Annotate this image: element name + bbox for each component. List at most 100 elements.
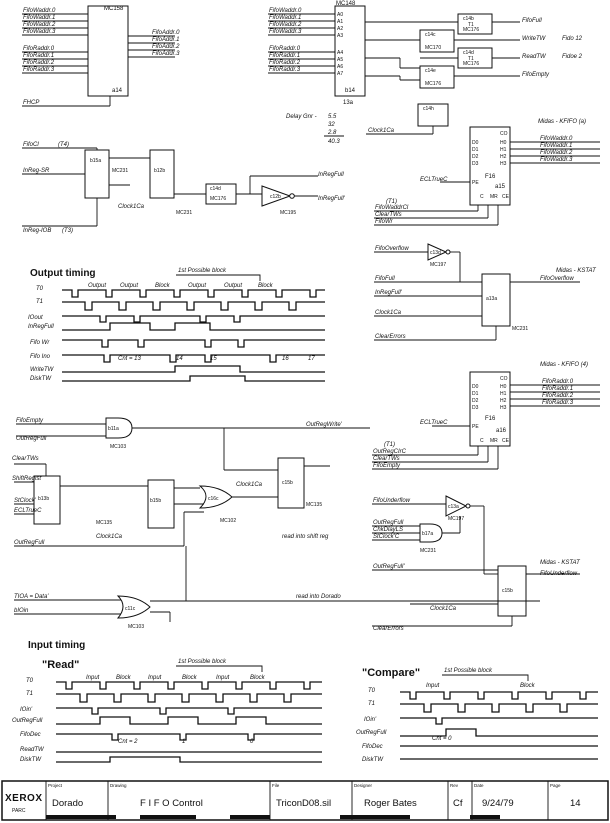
kstat-part: a13a [486, 296, 497, 302]
parc-logo: PARC [12, 808, 26, 814]
ctl-in-label: InReg-IOB [23, 228, 51, 234]
kfifo-out-label: FifoWaddr.1 [540, 143, 572, 149]
mux-in-label: FifoRaddr.2 [23, 60, 55, 66]
input-timing: Input timing "Read" 1st Possible block T… [12, 640, 598, 763]
outreg-clock-label: Clock1Ca [236, 482, 263, 488]
read-phase: Block [182, 675, 198, 681]
encoder-pin: A2 [337, 26, 343, 32]
kfifo-title: Midas - KFIFO (4) [540, 362, 588, 368]
ctl-in-label: (T4) [58, 142, 69, 148]
ff-chip: MC231 [176, 210, 192, 216]
outreg-part: MC135 [306, 502, 322, 508]
timing-signal: Fifo Wr [30, 340, 50, 346]
output-timing-title: Output timing [30, 268, 96, 279]
outreg-part: b15b [150, 498, 161, 504]
encoder-pin: A5 [337, 57, 343, 63]
buffer-gate [445, 495, 468, 517]
kfifo-pin: H0 [500, 140, 507, 146]
delay-value: 2.8 [327, 130, 337, 136]
kfifo-out-label: FifoRaddr.2 [542, 393, 574, 399]
kstat-in-label: ClearErrors [373, 626, 404, 632]
page-value: 14 [570, 798, 581, 809]
ff-box [457, 13, 493, 35]
ff-part: c14b [463, 16, 474, 22]
project-caption: Project [48, 783, 63, 788]
ctl-out-label: InRegFull' [318, 196, 346, 202]
ff-chip: MC176 [463, 61, 479, 67]
kfifo-ref: a16 [496, 428, 507, 434]
mux-out-label: FifoAddr.0 [152, 30, 180, 36]
input-timing-title: Input timing [28, 640, 85, 651]
outreg-out-label: OutRegWrite' [306, 422, 343, 428]
kstat-in-label: Clock1Ca [375, 310, 402, 316]
read-phase: Block [116, 675, 132, 681]
kfifo-pin: H1 [500, 391, 507, 397]
read-signal: DiskTW [20, 757, 42, 763]
encoder-ref2: 13a [343, 100, 354, 106]
mux-chip-name: MC158 [104, 6, 124, 12]
kstat-title: Midas - KSTAT [556, 268, 597, 274]
compare-signal: T0 [368, 688, 376, 694]
ff-chip: MC176 [463, 27, 479, 33]
dorado-in-label: TIOA = Data' [14, 594, 49, 600]
kfifo-in-label: (T1) [386, 199, 397, 205]
ctl-clock-label: Clock1Ca [118, 204, 145, 210]
designer-value: Roger Bates [364, 798, 417, 809]
compare-phase: Block [520, 683, 536, 689]
read-phase: Block [250, 675, 266, 681]
kfifo-pin: H3 [500, 161, 507, 167]
kstat-part: MC231 [512, 326, 528, 332]
timing-signal: Fifo Ino [30, 354, 51, 360]
kfifo-pin: MR [490, 194, 498, 200]
kfifo-name: F16 [485, 174, 496, 180]
read-phase: Input [216, 675, 230, 681]
kfifo-pin: H3 [500, 405, 507, 411]
kfifo-out-label: FifoRaddr.0 [542, 379, 574, 385]
outreg-part: c15b [282, 480, 293, 486]
encoder-in-label: FifoWaddr.2 [269, 22, 302, 28]
kfifo-pin: D0 [472, 384, 479, 390]
ff-box [277, 457, 305, 509]
outreg-in-label: OutRegFull [16, 436, 47, 442]
outreg-part: MC103 [110, 444, 126, 450]
kstat-in-label: FifoUnderflow [373, 498, 411, 504]
ff-box [33, 475, 61, 525]
buffer-gate [261, 185, 292, 207]
mux-in-label: FifoWaddr.0 [23, 8, 56, 14]
encoder-pin: A7 [337, 71, 343, 77]
kfifo-in-label: ECLTrueC [420, 177, 448, 183]
date-caption: Date [474, 783, 484, 788]
timing-phase: Block [258, 283, 274, 289]
encoder-in-label: FifoWaddr.3 [269, 29, 302, 35]
ff-part: c14h [423, 106, 434, 112]
kstat-part: MC231 [420, 548, 436, 554]
kfifo-body [469, 371, 511, 447]
kstat-in-label: StClock'C [373, 534, 400, 540]
outreg-clock-label: Clock1Ca [96, 534, 123, 540]
encoder-body [334, 5, 366, 97]
timing-signal: InRegFull [28, 324, 54, 330]
ff-phase: T1 [468, 56, 474, 62]
dorado-in-label: bIOin [14, 608, 29, 614]
outreg-in-label: StClock' [14, 498, 37, 504]
outreg-part: MC102 [220, 518, 236, 524]
project-value: Dorado [52, 798, 83, 809]
timing-count: 16 [282, 356, 289, 362]
outreg-in-label: ECLTrueC [14, 508, 42, 514]
encoder-pin: A4 [337, 50, 343, 56]
encoder-pin: A3 [337, 33, 343, 39]
ff-chip: MC170 [425, 45, 441, 51]
kfifo-read-counter: Midas - KFIFO (4) D0 D1 D2 D3 H0 H1 H2 H… [372, 362, 600, 470]
kfifo-pin: CO [500, 376, 508, 382]
compare-signal: DiskTW [362, 757, 384, 763]
kstat-part: b17a [422, 531, 433, 537]
title-block: XEROX PARC Project Drawing File Designer… [1, 780, 609, 821]
ff-chip: MC231 [112, 168, 128, 174]
kfifo-pin: PE [472, 424, 479, 430]
kstat-in-label: FifoFull [375, 276, 395, 282]
ctl-in-label: InReg-SR [23, 168, 50, 174]
kstat-part: MC197 [430, 262, 446, 268]
encoder-in-label: FifoRaddr.0 [269, 46, 301, 52]
compare-signal: IOin' [364, 717, 377, 723]
outreg-part: b13b [38, 496, 49, 502]
